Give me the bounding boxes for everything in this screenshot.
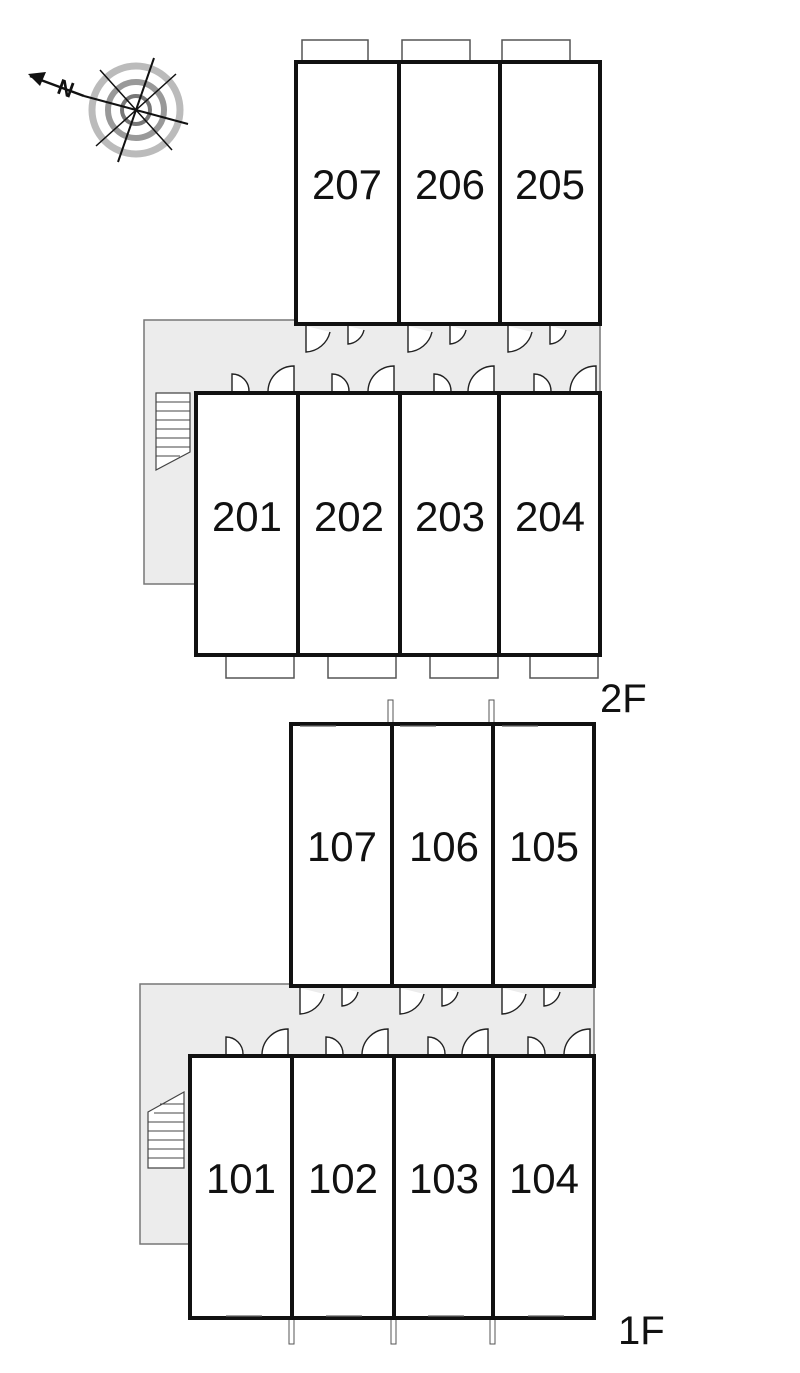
unit-label-202: 202 (314, 493, 384, 540)
unit-label-102: 102 (308, 1155, 378, 1202)
balcony (429, 655, 499, 679)
door-icon (399, 988, 425, 1015)
unit-101 (188, 1054, 294, 1320)
unit-label-205: 205 (515, 161, 585, 208)
door-icon (461, 1028, 489, 1055)
staircase-1f (147, 1090, 185, 1169)
unit-label-104: 104 (509, 1155, 579, 1202)
door-icon (267, 365, 295, 392)
compass-north-label: N (54, 74, 77, 103)
door-icon (449, 326, 467, 345)
unit-label-105: 105 (509, 823, 579, 870)
door-icon (533, 373, 552, 392)
door-icon (231, 373, 250, 392)
door-icon (433, 373, 452, 392)
staircase-2f (155, 392, 191, 471)
balcony (529, 655, 599, 679)
unit-105 (491, 722, 596, 988)
balcony (327, 655, 397, 679)
unit-104 (491, 1054, 596, 1320)
door-icon (347, 326, 365, 345)
door-icon (563, 1028, 591, 1055)
balcony (301, 39, 369, 63)
door-icon (361, 1028, 389, 1055)
door-icon (331, 373, 350, 392)
unit-label-204: 204 (515, 493, 585, 540)
door-icon (299, 988, 325, 1015)
door-icon (549, 326, 567, 345)
unit-label-201: 201 (212, 493, 282, 540)
unit-106 (390, 722, 495, 988)
unit-102 (290, 1054, 396, 1320)
unit-202 (296, 391, 402, 657)
door-icon (467, 365, 495, 392)
door-icon (527, 1036, 546, 1055)
door-icon (325, 1036, 344, 1055)
door-icon (341, 988, 359, 1007)
unit-label-207: 207 (312, 161, 382, 208)
unit-207 (294, 60, 401, 326)
unit-label-103: 103 (409, 1155, 479, 1202)
floor-label-1f: 1F (618, 1309, 665, 1353)
door-icon (305, 326, 331, 353)
unit-label-206: 206 (415, 161, 485, 208)
door-icon (407, 326, 433, 353)
unit-204 (497, 391, 602, 657)
compass-rose-icon (28, 57, 189, 163)
door-icon (569, 365, 597, 392)
unit-label-106: 106 (409, 823, 479, 870)
door-icon (543, 988, 561, 1007)
balcony (225, 655, 295, 679)
floor-2f: 207 206 205 201 202 203 204 2F (143, 39, 647, 721)
balcony (501, 39, 571, 63)
door-icon (507, 326, 533, 353)
door-icon (261, 1028, 289, 1055)
unit-206 (397, 60, 502, 326)
balcony (401, 39, 471, 63)
floor-1f: 107 106 105 101 102 103 104 1F (139, 699, 665, 1353)
door-icon (441, 988, 459, 1007)
unit-label-203: 203 (415, 493, 485, 540)
unit-203 (398, 391, 501, 657)
unit-label-107: 107 (307, 823, 377, 870)
unit-205 (498, 60, 602, 326)
door-icon (427, 1036, 446, 1055)
door-icon (225, 1036, 244, 1055)
unit-107 (289, 722, 394, 988)
door-icon (501, 988, 527, 1015)
floor-label-2f: 2F (600, 677, 647, 721)
door-icon (367, 365, 395, 392)
unit-201 (194, 391, 300, 657)
unit-label-101: 101 (206, 1155, 276, 1202)
